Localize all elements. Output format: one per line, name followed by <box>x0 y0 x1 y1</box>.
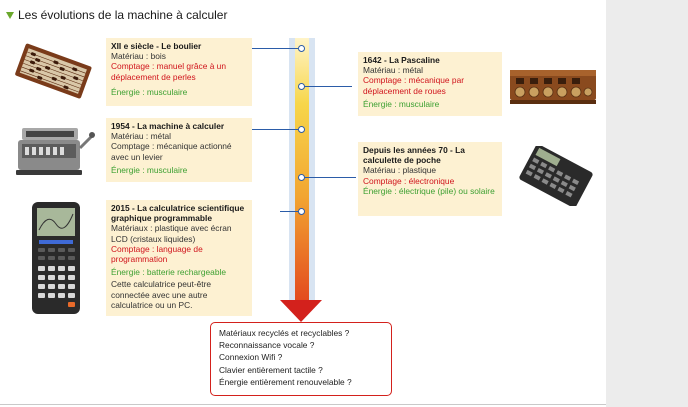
calculatrice-2015-counting: Comptage : language de programmation <box>111 243 203 265</box>
box-pascaline: 1642 - La Pascaline Matériau : métal Com… <box>358 52 502 116</box>
machine-1954-heading: 1954 - La machine à calculer <box>111 121 225 131</box>
box-machine-1954: 1954 - La machine à calculer Matériau : … <box>106 118 252 182</box>
calculatrice-2015-note: Cette calculatrice peut-être connectée a… <box>111 279 212 310</box>
pascaline-image <box>510 70 596 104</box>
pascaline-counting: Comptage : mécanique par déplacement de … <box>363 75 465 96</box>
machine-1954-energy: Énergie : musculaire <box>111 164 188 175</box>
connector-2015 <box>280 211 298 212</box>
connector-pascaline <box>304 86 352 87</box>
future-item: Clavier entièrement tactile ? <box>219 364 323 375</box>
machine-1954-counting: Comptage : mécanique actionné avec un le… <box>111 141 232 162</box>
abacus-image <box>15 43 92 99</box>
machine-1954-material: Matériau : métal <box>111 131 172 142</box>
calculette-material: Matériau : plastique <box>363 165 437 176</box>
timeline-dot-boulier <box>298 45 305 52</box>
diagram-title: Les évolutions de la machine à calculer <box>6 8 227 22</box>
timeline-arrow-head-icon <box>280 300 322 322</box>
timeline-dot-pascaline <box>298 83 305 90</box>
pascaline-material: Matériau : métal <box>363 65 424 76</box>
boulier-energy: Énergie : musculaire <box>111 86 188 97</box>
diagram-frame: Les évolutions de la machine à calculer … <box>0 8 606 405</box>
timeline-dot-1954 <box>298 126 305 133</box>
box-calculette: Depuis les années 70 - La calculette de … <box>358 142 502 216</box>
title-triangle-icon <box>6 11 14 19</box>
mechanical-calculator-image <box>16 128 95 175</box>
calculatrice-2015-energy: Énergie : batterie rechargeable <box>111 267 226 278</box>
connector-calculette <box>304 177 356 178</box>
graphing-calculator-image <box>32 202 80 314</box>
page-margin <box>606 0 688 407</box>
connector-1954 <box>252 129 298 130</box>
calculette-heading: Depuis les années 70 - La calculette de … <box>363 145 465 166</box>
calculatrice-2015-heading: 2015 - La calculatrice scientifique grap… <box>111 203 245 224</box>
future-item: Reconnaissance vocale ? <box>219 340 315 351</box>
connector-boulier <box>252 48 298 49</box>
title-text: Les évolutions de la machine à calculer <box>18 8 228 22</box>
timeline-bar <box>295 38 309 302</box>
boulier-counting: Comptage : manuel grâce à un déplacement… <box>111 61 226 82</box>
boulier-material: Matériau : bois <box>111 51 166 62</box>
pascaline-energy: Énergie : musculaire <box>363 98 440 109</box>
timeline-dot-calculette <box>298 174 305 181</box>
future-item: Connexion Wifi ? <box>219 352 283 363</box>
future-box: Matériaux recyclés et recyclables ? Reco… <box>210 322 392 396</box>
boulier-heading: XII e siècle - Le boulier <box>111 41 202 51</box>
future-item: Énergie entièrement renouvelable ? <box>219 376 352 387</box>
timeline-dot-2015 <box>298 208 305 215</box>
pocket-calculator-image <box>519 146 593 206</box>
calculette-counting: Comptage : électronique <box>363 175 455 186</box>
calculatrice-2015-material: Matériaux : plastique avec écran LCD (cr… <box>111 223 232 244</box>
pascaline-heading: 1642 - La Pascaline <box>363 55 440 65</box>
box-boulier: XII e siècle - Le boulier Matériau : boi… <box>106 38 252 106</box>
calculette-energy: Énergie : électrique (pile) ou solaire <box>363 185 495 196</box>
future-item: Matériaux recyclés et recyclables ? <box>219 328 350 338</box>
box-calculatrice-2015: 2015 - La calculatrice scientifique grap… <box>106 200 252 316</box>
